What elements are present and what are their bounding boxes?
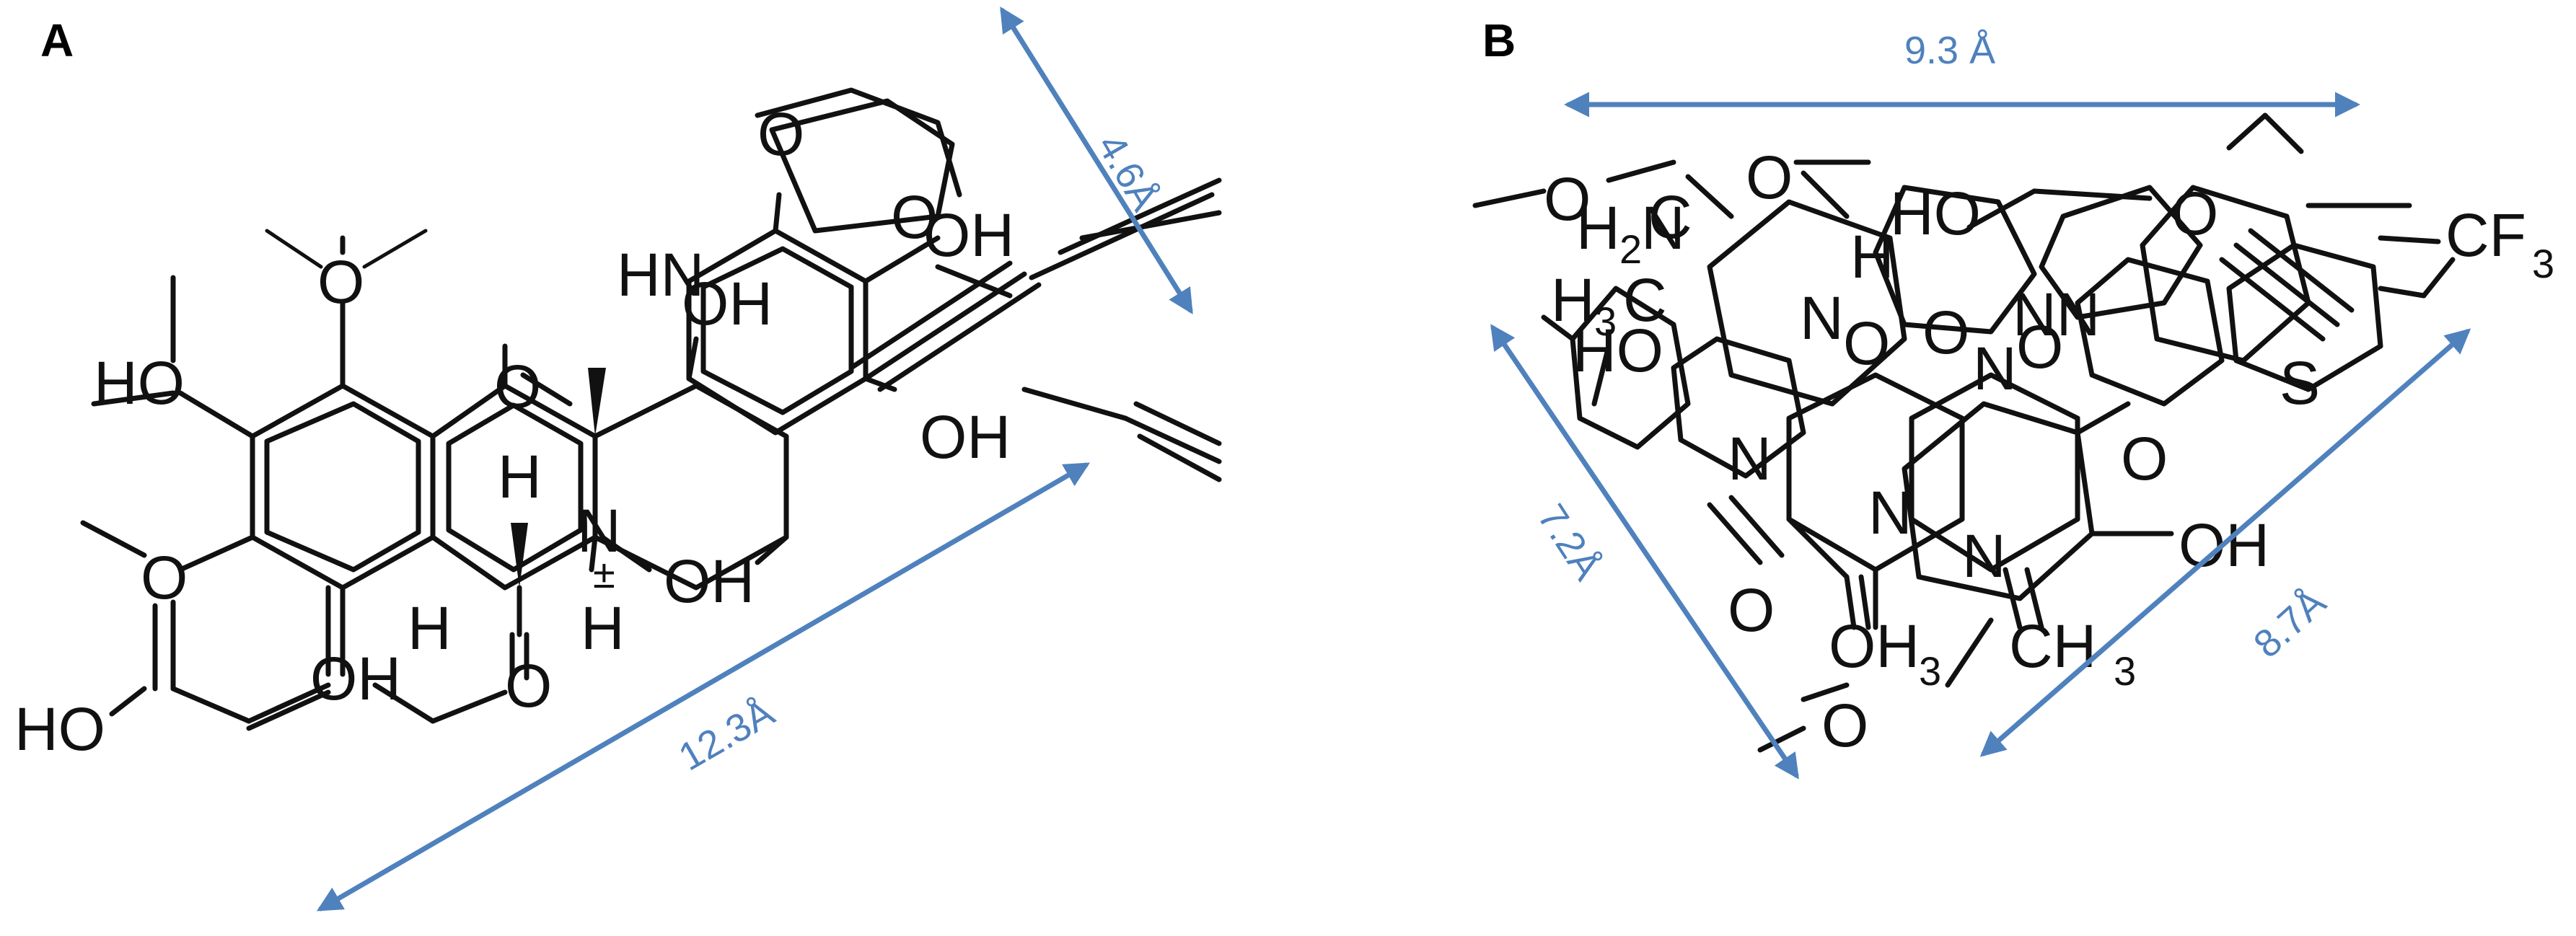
atom-label: O: [1544, 165, 1591, 233]
dimension-arrow: [316, 462, 1091, 911]
atom-label: OH: [923, 201, 1014, 269]
atom-label: OH: [682, 270, 773, 337]
panel-a: A: [14, 6, 1222, 911]
atom-label: C: [1623, 266, 1667, 334]
panel-a-label: A: [40, 14, 74, 66]
atom-label: H: [1551, 266, 1595, 334]
atom-label: O: [317, 248, 364, 316]
atom-label: 3: [2114, 648, 2136, 694]
atom-label: O: [1843, 309, 1890, 377]
dimension-arrow: [1000, 6, 1193, 314]
atom-label: OH: [310, 645, 401, 712]
panel-a-atom-labels: O O OH HN OH O HO O H N OH OH H H O O OH…: [14, 100, 1014, 763]
atom-label: C: [1648, 183, 1692, 251]
atom-label: H: [408, 594, 452, 662]
panel-a-molecule-overlay: [80, 87, 1222, 731]
atom-label: O: [505, 652, 552, 720]
atom-label: O: [2016, 313, 2063, 381]
atom-label: N: [1973, 335, 2017, 402]
atom-label: 2: [1619, 226, 1642, 272]
atom-label: H: [1850, 223, 1894, 291]
panel-a-dimension-arrows: 4.6Å 12.3Å: [316, 6, 1193, 911]
atom-label: CF: [2445, 201, 2526, 269]
atom-label: O: [141, 544, 188, 612]
atom-label: HO: [14, 695, 105, 763]
atom-label: HO: [1890, 180, 1981, 247]
atom-label: H: [581, 594, 625, 662]
atom-label: O: [2171, 180, 2218, 247]
atom-label: OH: [664, 547, 755, 615]
atom-label: O: [2121, 425, 2168, 493]
atom-label: N: [1962, 522, 2006, 590]
atom-label: HN: [617, 241, 704, 309]
atom-label: O: [1821, 692, 1868, 759]
atom-label: H: [1576, 194, 1620, 262]
dimension-label: 12.3Å: [672, 691, 781, 780]
atom-label: O: [757, 100, 804, 168]
atom-label: O: [891, 183, 938, 251]
dimension-arrow: [1490, 324, 1799, 780]
atom-label: O: [494, 353, 541, 420]
atom-label: N: [1868, 479, 1912, 547]
panel-b-atom-labels: O H 2 N C O HO H O CF 3 H 3 C HO N O O N…: [1544, 144, 2554, 759]
dimension-arrow: [1979, 328, 2471, 757]
dimension-label: 9.3 Å: [1904, 29, 1995, 72]
panel-b: B: [1472, 14, 2554, 780]
atom-label: O: [1746, 144, 1793, 211]
atom-label: N: [1728, 425, 1772, 493]
atom-label: N: [1800, 284, 1844, 352]
atom-label: 3: [1919, 648, 1941, 694]
atom-label: H: [498, 443, 542, 511]
atom-label: 3: [2532, 241, 2554, 286]
dimension-label: 8.7Å: [2246, 580, 2334, 666]
atom-charge-label: ±: [593, 551, 615, 596]
atom-label: S: [2280, 349, 2320, 417]
atom-label: HO: [94, 349, 185, 417]
atom-label: O: [1922, 299, 1969, 366]
dimension-label: 4.6Å: [1089, 127, 1167, 218]
atom-label: OH: [1829, 612, 1920, 680]
dimension-label: 7.2Å: [1529, 497, 1609, 588]
atom-label: HO: [1573, 317, 1663, 384]
panel-b-label: B: [1482, 14, 1516, 66]
atom-label: O: [1728, 576, 1775, 644]
atom-label: N: [1641, 194, 1685, 262]
atom-label: OH: [920, 403, 1011, 471]
